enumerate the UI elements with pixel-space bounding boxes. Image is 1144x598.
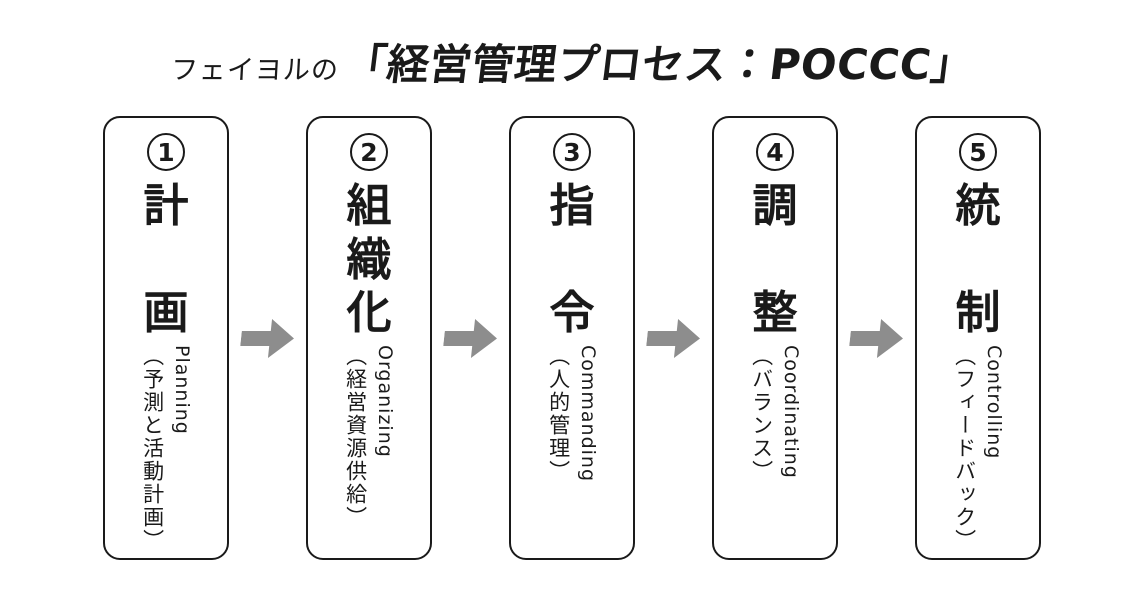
step-number-badge: 5 [959, 133, 997, 171]
step-annotation: Coordinating （バランス） [749, 345, 802, 483]
flow-arrow [838, 315, 915, 362]
step-box-controlling: 5 統 制 Controlling （フィードバック） [915, 116, 1041, 560]
step-english-label: Planning [170, 345, 193, 435]
step-number-badge: 4 [756, 133, 794, 171]
step-note: （バランス） [749, 345, 774, 483]
step-note: （人的管理） [546, 345, 571, 483]
flow-arrow [432, 315, 509, 362]
kanji-char: 整 [752, 286, 798, 339]
diagram-title: フェイヨルの 「経営管理プロセス：POCCC」 [0, 0, 1144, 92]
step-kanji: 計 画 [143, 183, 188, 335]
step-english-label: Coordinating [779, 345, 802, 479]
kanji-char: 計 [143, 179, 189, 232]
step-number-badge: 3 [553, 133, 591, 171]
step-annotation: Planning （予測と活動計画） [140, 345, 193, 552]
step-english-label: Organizing [373, 345, 396, 458]
step-number: 3 [563, 137, 581, 167]
step-box-planning: 1 計 画 Planning （予測と活動計画） [103, 116, 229, 560]
step-number: 4 [766, 137, 784, 167]
kanji-char: 織 [346, 232, 392, 286]
flow-arrow [635, 315, 712, 362]
arrow-right-icon [240, 318, 294, 358]
kanji-char: 統 [955, 179, 1001, 232]
title-main: 「経営管理プロセス：POCCC」 [341, 40, 977, 89]
kanji-char: 画 [143, 286, 189, 339]
kanji-char: 調 [752, 179, 798, 232]
step-note: （予測と活動計画） [140, 345, 165, 552]
step-number: 2 [360, 137, 378, 167]
step-note: （フィードバック） [952, 345, 977, 552]
step-english-label: Commanding [576, 345, 599, 483]
step-kanji: 指 令 [549, 183, 594, 335]
process-flow: 1 計 画 Planning （予測と活動計画） 2 組 織 化 [0, 116, 1144, 560]
kanji-char: 指 [549, 179, 595, 232]
kanji-char: 制 [955, 286, 1001, 339]
step-box-coordinating: 4 調 整 Coordinating （バランス） [712, 116, 838, 560]
kanji-char: 令 [549, 286, 595, 339]
step-kanji: 統 制 [955, 183, 1000, 335]
step-kanji: 調 整 [752, 183, 797, 335]
arrow-right-icon [849, 318, 903, 358]
step-annotation: Organizing （経営資源供給） [343, 345, 396, 529]
step-box-organizing: 2 組 織 化 Organizing （経営資源供給） [306, 116, 432, 560]
step-number: 1 [157, 137, 175, 167]
step-annotation: Controlling （フィードバック） [952, 345, 1005, 552]
title-prefix: フェイヨルの [169, 55, 340, 86]
kanji-char: 組 [346, 179, 392, 232]
step-number-badge: 1 [147, 133, 185, 171]
step-note: （経営資源供給） [343, 345, 368, 529]
step-number-badge: 2 [350, 133, 388, 171]
step-annotation: Commanding （人的管理） [546, 345, 599, 483]
kanji-char: 化 [346, 286, 392, 339]
arrow-right-icon [443, 318, 497, 358]
step-number: 5 [969, 137, 987, 167]
step-box-commanding: 3 指 令 Commanding （人的管理） [509, 116, 635, 560]
arrow-right-icon [646, 318, 700, 358]
step-kanji: 組 織 化 [346, 183, 391, 335]
flow-arrow [229, 315, 306, 362]
step-english-label: Controlling [982, 345, 1005, 460]
